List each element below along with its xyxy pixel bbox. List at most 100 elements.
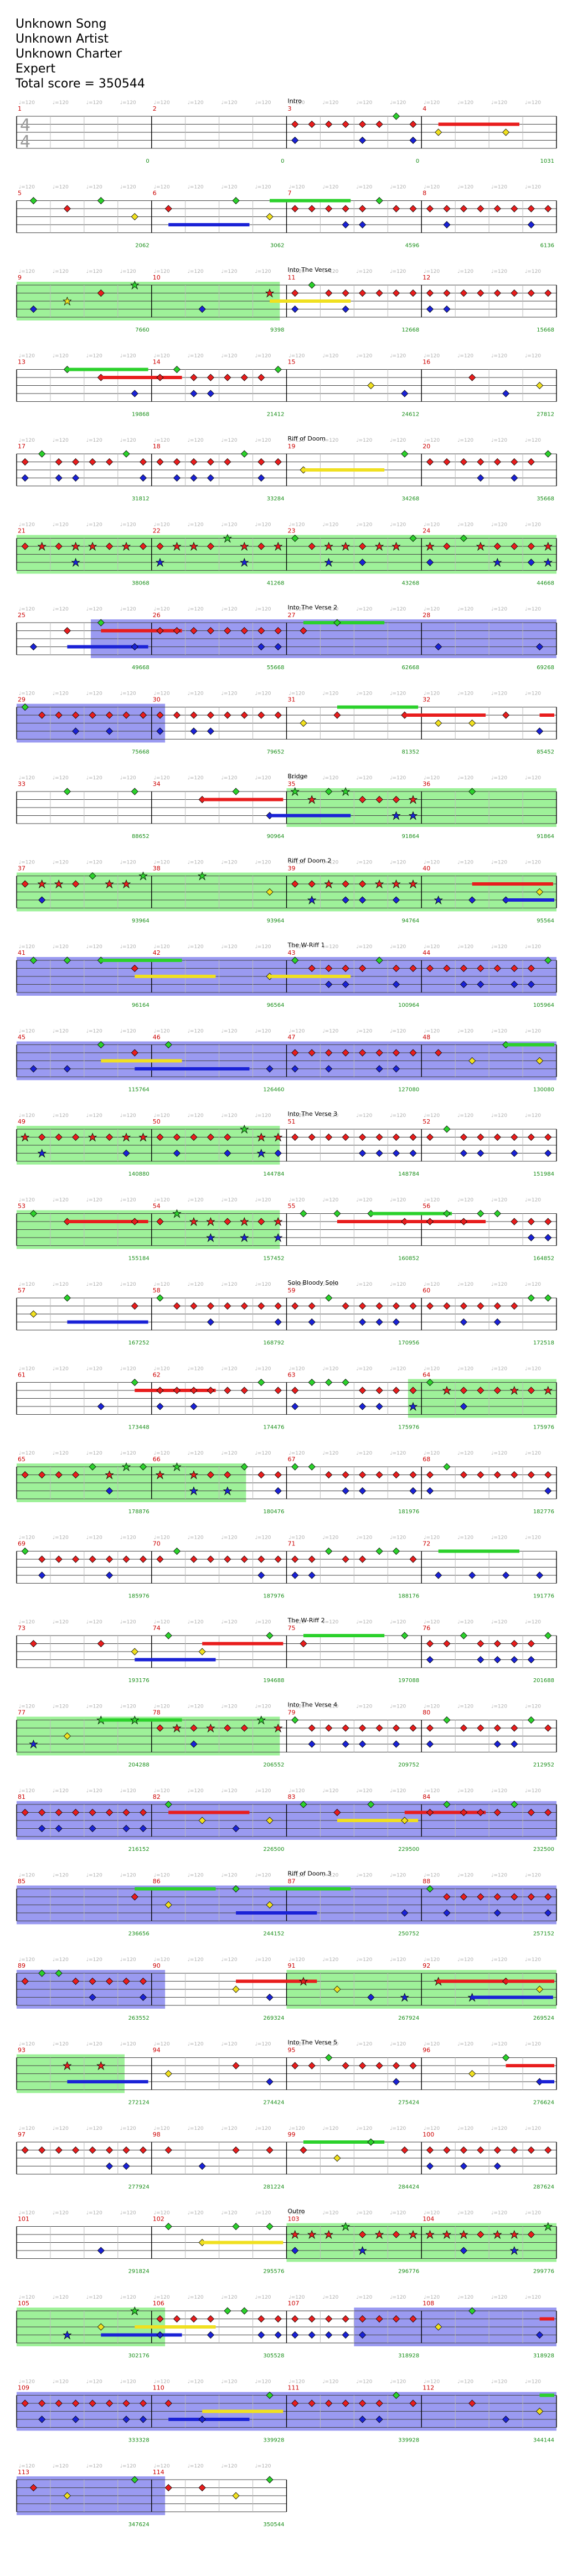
measure-score: 93964 xyxy=(267,918,285,924)
measure-number: 112 xyxy=(422,2384,434,2392)
measure-number: 2 xyxy=(153,105,157,112)
measure-score: 180476 xyxy=(263,1509,284,1515)
note xyxy=(291,120,299,128)
note xyxy=(131,390,138,397)
note xyxy=(325,964,333,973)
tempo-marker: ♩=120 xyxy=(390,2042,406,2047)
note xyxy=(367,1993,375,2001)
tempo-marker: ♩=120 xyxy=(457,1620,473,1625)
tempo-marker: ♩=120 xyxy=(53,1451,69,1456)
tempo-marker: ♩=120 xyxy=(221,1704,238,1710)
measure-number: 20 xyxy=(422,443,430,450)
tempo-marker: ♩=120 xyxy=(221,2042,238,2047)
note xyxy=(274,365,282,374)
note xyxy=(164,1632,172,1639)
measure-number: 15 xyxy=(288,359,296,366)
measure-score: 257152 xyxy=(533,1931,554,1937)
note xyxy=(190,1302,198,1310)
note xyxy=(300,1639,307,1648)
star-note xyxy=(408,811,418,820)
tempo-marker: ♩=120 xyxy=(53,1282,69,1287)
tempo-marker: ♩=120 xyxy=(86,1788,102,1794)
tempo-marker: ♩=120 xyxy=(120,775,136,781)
note xyxy=(190,1387,198,1394)
tempo-marker: ♩=120 xyxy=(356,354,372,359)
total-score: Total score = 350544 xyxy=(16,77,145,91)
tempo-marker: ♩=120 xyxy=(19,775,35,781)
note xyxy=(333,2154,341,2162)
measure-number: 98 xyxy=(153,2131,161,2138)
note xyxy=(308,1724,316,1732)
note xyxy=(232,2492,240,2500)
note xyxy=(460,205,467,213)
note xyxy=(21,1471,29,1479)
tempo-marker: ♩=120 xyxy=(255,607,271,612)
measure-number: 64 xyxy=(422,1372,430,1379)
note xyxy=(527,558,535,566)
section-label: Into The Verse xyxy=(288,266,332,273)
note xyxy=(511,289,518,297)
note xyxy=(325,2399,333,2407)
note xyxy=(156,1403,164,1410)
tempo-marker: ♩=120 xyxy=(491,775,507,781)
note xyxy=(443,1909,451,1917)
tempo-marker: ♩=120 xyxy=(390,1957,406,1963)
star-note xyxy=(493,557,502,567)
note xyxy=(426,1656,434,1664)
tempo-marker: ♩=120 xyxy=(154,354,170,359)
note xyxy=(232,2062,240,2070)
tempo-marker: ♩=120 xyxy=(154,944,170,950)
tempo-marker: ♩=120 xyxy=(154,1704,170,1710)
note xyxy=(527,1639,535,1648)
tempo-marker: ♩=120 xyxy=(53,1788,69,1794)
measure-score: 236656 xyxy=(128,1931,150,1937)
measure-score: 3062 xyxy=(270,243,284,249)
staff-row: ♩=120♩=120♩=120♩=120♩=120♩=120♩=120♩=120… xyxy=(16,1870,557,1937)
measure-number: 50 xyxy=(153,1118,161,1125)
measure-score: 0 xyxy=(146,158,149,164)
measure-score: 1031 xyxy=(540,158,554,164)
tempo-marker: ♩=120 xyxy=(390,1620,406,1625)
measure-number: 59 xyxy=(288,1287,296,1294)
note xyxy=(274,1487,282,1495)
staff-row: ♩=120♩=120♩=120♩=120♩=120♩=120♩=120♩=120… xyxy=(16,435,557,502)
note xyxy=(460,1808,467,1817)
note xyxy=(156,1218,164,1225)
tempo-marker: ♩=120 xyxy=(424,1198,440,1203)
note xyxy=(375,2399,383,2407)
star-note xyxy=(290,787,300,796)
sustain-tail xyxy=(67,1220,148,1223)
note xyxy=(435,719,442,727)
tempo-marker: ♩=120 xyxy=(120,944,136,950)
note xyxy=(443,1893,451,1901)
tempo-marker: ♩=120 xyxy=(322,1451,338,1456)
note xyxy=(342,1471,349,1479)
tempo-marker: ♩=120 xyxy=(390,691,406,697)
star-note xyxy=(240,541,249,551)
note xyxy=(131,964,138,973)
tempo-marker: ♩=120 xyxy=(86,1873,102,1879)
tempo-marker: ♩=120 xyxy=(491,523,507,528)
note xyxy=(375,2315,383,2323)
tempo-marker: ♩=120 xyxy=(525,100,541,106)
measure-number: 25 xyxy=(18,612,25,619)
note xyxy=(477,1387,484,1394)
measure-score: 229500 xyxy=(398,1846,419,1853)
measure-score: 115764 xyxy=(128,1087,150,1093)
note xyxy=(468,1571,476,1579)
staff-row: ♩=120♩=120♩=120♩=120♩=120♩=120♩=120♩=120… xyxy=(16,604,557,671)
star-note xyxy=(105,879,114,889)
tempo-marker: ♩=120 xyxy=(53,185,69,190)
star-note xyxy=(408,1401,418,1411)
tempo-marker: ♩=120 xyxy=(221,1367,238,1372)
note xyxy=(198,1817,206,1824)
note xyxy=(426,558,434,566)
tempo-marker: ♩=120 xyxy=(289,1113,305,1119)
star-note xyxy=(274,541,283,551)
tempo-marker: ♩=120 xyxy=(390,523,406,528)
star-note xyxy=(37,541,47,551)
measure-score: 160852 xyxy=(398,1256,419,1262)
note xyxy=(375,1471,383,1479)
tempo-marker: ♩=120 xyxy=(86,354,102,359)
note xyxy=(359,2062,367,2070)
